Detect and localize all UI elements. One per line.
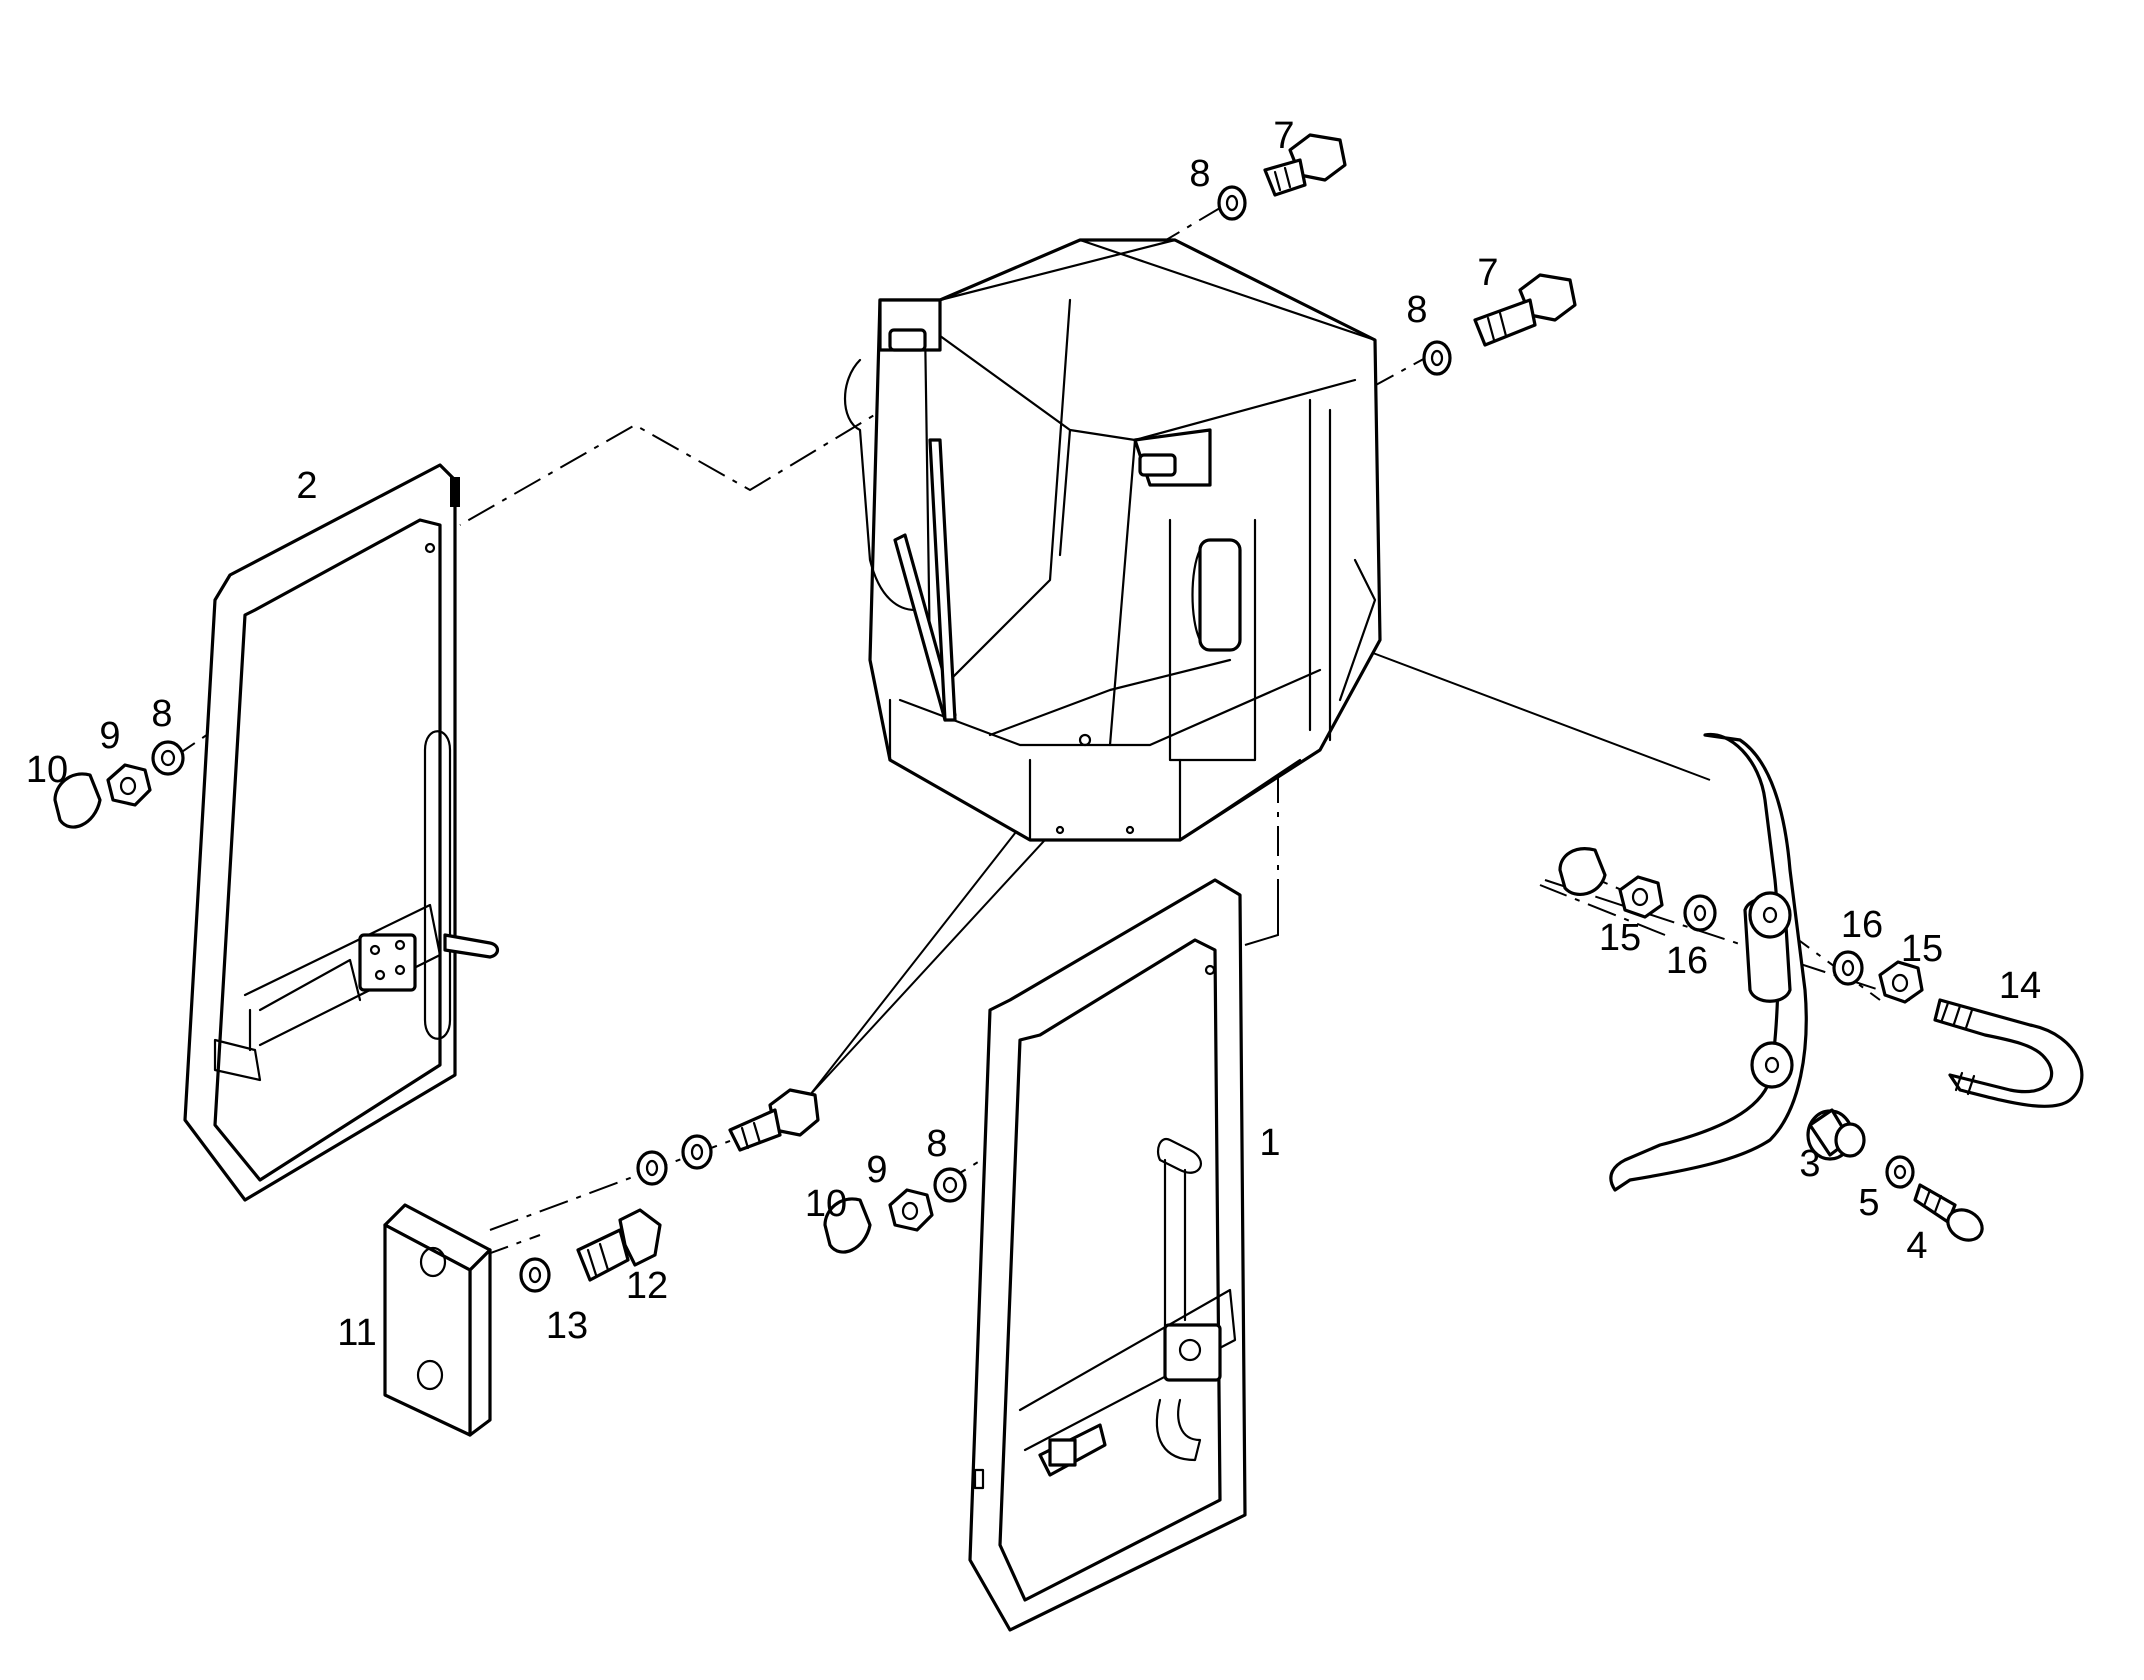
callout-16-left: 16 [1666, 940, 1708, 982]
callout-2: 2 [296, 465, 317, 507]
acorn-nut-left [53, 772, 102, 829]
door-right [968, 878, 1247, 1632]
callout-7-top-2: 7 [1477, 252, 1498, 294]
washer-top-1 [1217, 185, 1247, 221]
nut-15-left [1618, 875, 1664, 919]
hex-nut-left [106, 763, 152, 807]
callout-10-left: 10 [26, 749, 68, 791]
bolt-center [728, 1088, 820, 1152]
bolt-4 [1913, 1183, 1984, 1242]
callout-7-top-1: 7 [1273, 115, 1294, 157]
acorn-nut-15-left [1558, 847, 1607, 897]
door-left [183, 463, 500, 1202]
callout-8-left: 8 [151, 693, 172, 735]
callout-15-left: 15 [1599, 917, 1641, 959]
spacer-3 [1806, 1108, 1866, 1161]
bolt-top-2 [1473, 273, 1577, 347]
washer-top-2 [1422, 340, 1452, 376]
callout-14: 14 [1999, 965, 2041, 1007]
callout-15-right: 15 [1901, 928, 1943, 970]
callout-4: 4 [1906, 1225, 1927, 1267]
washer-left [151, 740, 185, 776]
acorn-nut-right [823, 1197, 872, 1254]
cab-body [843, 238, 1382, 842]
mounting-plate [383, 1203, 492, 1437]
callout-8-right: 8 [926, 1123, 947, 1165]
washer-16-right [1832, 950, 1864, 986]
callout-12: 12 [626, 1265, 668, 1307]
callout-13: 13 [546, 1305, 588, 1347]
callout-8-top-2: 8 [1406, 289, 1427, 331]
u-bolt [1933, 998, 2084, 1108]
nut-15-right [1878, 960, 1924, 1004]
washer-stud [519, 1257, 551, 1293]
callout-9-right: 9 [866, 1149, 887, 1191]
bolt-top-1 [1263, 133, 1347, 197]
callout-16-right: 16 [1841, 904, 1883, 946]
washer-16-left [1683, 894, 1717, 932]
callout-9-left: 9 [99, 715, 120, 757]
callout-5: 5 [1858, 1182, 1879, 1224]
washer-center-1 [681, 1134, 713, 1170]
callout-1: 1 [1259, 1122, 1280, 1164]
hex-nut-right [888, 1188, 934, 1232]
threaded-stud [576, 1208, 662, 1282]
washer-center-2 [636, 1150, 668, 1186]
callout-3: 3 [1799, 1143, 1820, 1185]
callout-10-right: 10 [805, 1183, 847, 1225]
callout-labels: 7 8 7 8 2 10 9 8 1 10 9 8 11 13 12 15 16… [26, 115, 2041, 1354]
washer-5 [1885, 1155, 1915, 1189]
handrail-bracket [1609, 732, 1808, 1192]
callout-8-top-1: 8 [1189, 153, 1210, 195]
washer-right [933, 1167, 967, 1203]
callout-11: 11 [337, 1312, 376, 1354]
